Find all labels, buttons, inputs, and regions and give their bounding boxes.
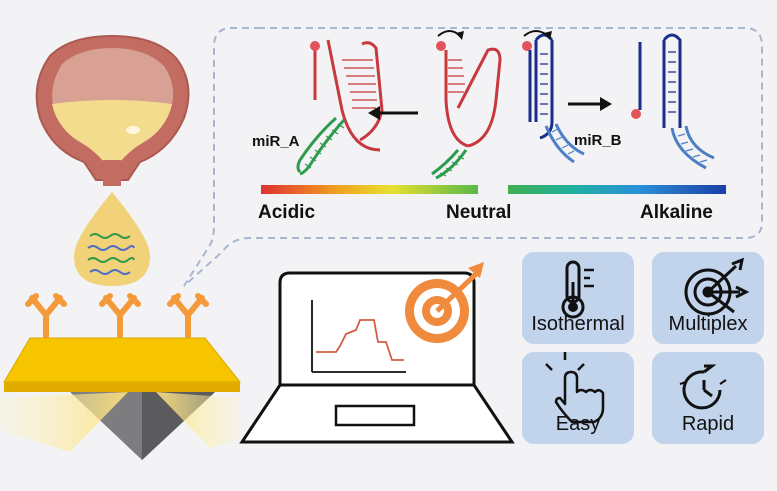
probe-a-released: [310, 41, 320, 100]
urine-drop-icon: [74, 192, 150, 286]
feature-multiplex-label: Multiplex: [668, 313, 748, 335]
callout-box: [183, 27, 763, 287]
arrow-right-icon: [568, 97, 612, 111]
ph-gradient-neutral-alkaline: [508, 185, 726, 194]
feature-rapid: Rapid: [652, 352, 764, 444]
neutral-label: Neutral: [446, 202, 512, 223]
feature-isothermal: Isothermal: [522, 252, 634, 344]
bladder-icon: [35, 34, 190, 186]
mir-a-label: miR_A: [252, 133, 300, 150]
probe-a-hairpin: [431, 30, 502, 180]
feature-easy: Easy: [522, 352, 634, 444]
probe-b-released: [631, 42, 642, 119]
feature-isothermal-label: Isothermal: [531, 313, 625, 335]
target-icon: [405, 262, 484, 343]
arrow-left-icon: [368, 106, 418, 120]
ph-gradient-acidic-neutral: [261, 185, 478, 194]
probe-a-hybridized: [296, 39, 384, 176]
acidic-label: Acidic: [258, 202, 316, 223]
feature-multiplex: Multiplex: [652, 252, 764, 344]
mir-b-label: miR_B: [574, 132, 622, 149]
laptop-icon: [239, 271, 515, 444]
alkaline-label: Alkaline: [640, 202, 713, 223]
probe-b-hybridized: [662, 33, 715, 170]
sensor-chip-icon: [0, 337, 242, 460]
feature-easy-label: Easy: [555, 413, 601, 435]
antibody-icon: [25, 293, 209, 339]
feature-rapid-label: Rapid: [681, 413, 735, 435]
